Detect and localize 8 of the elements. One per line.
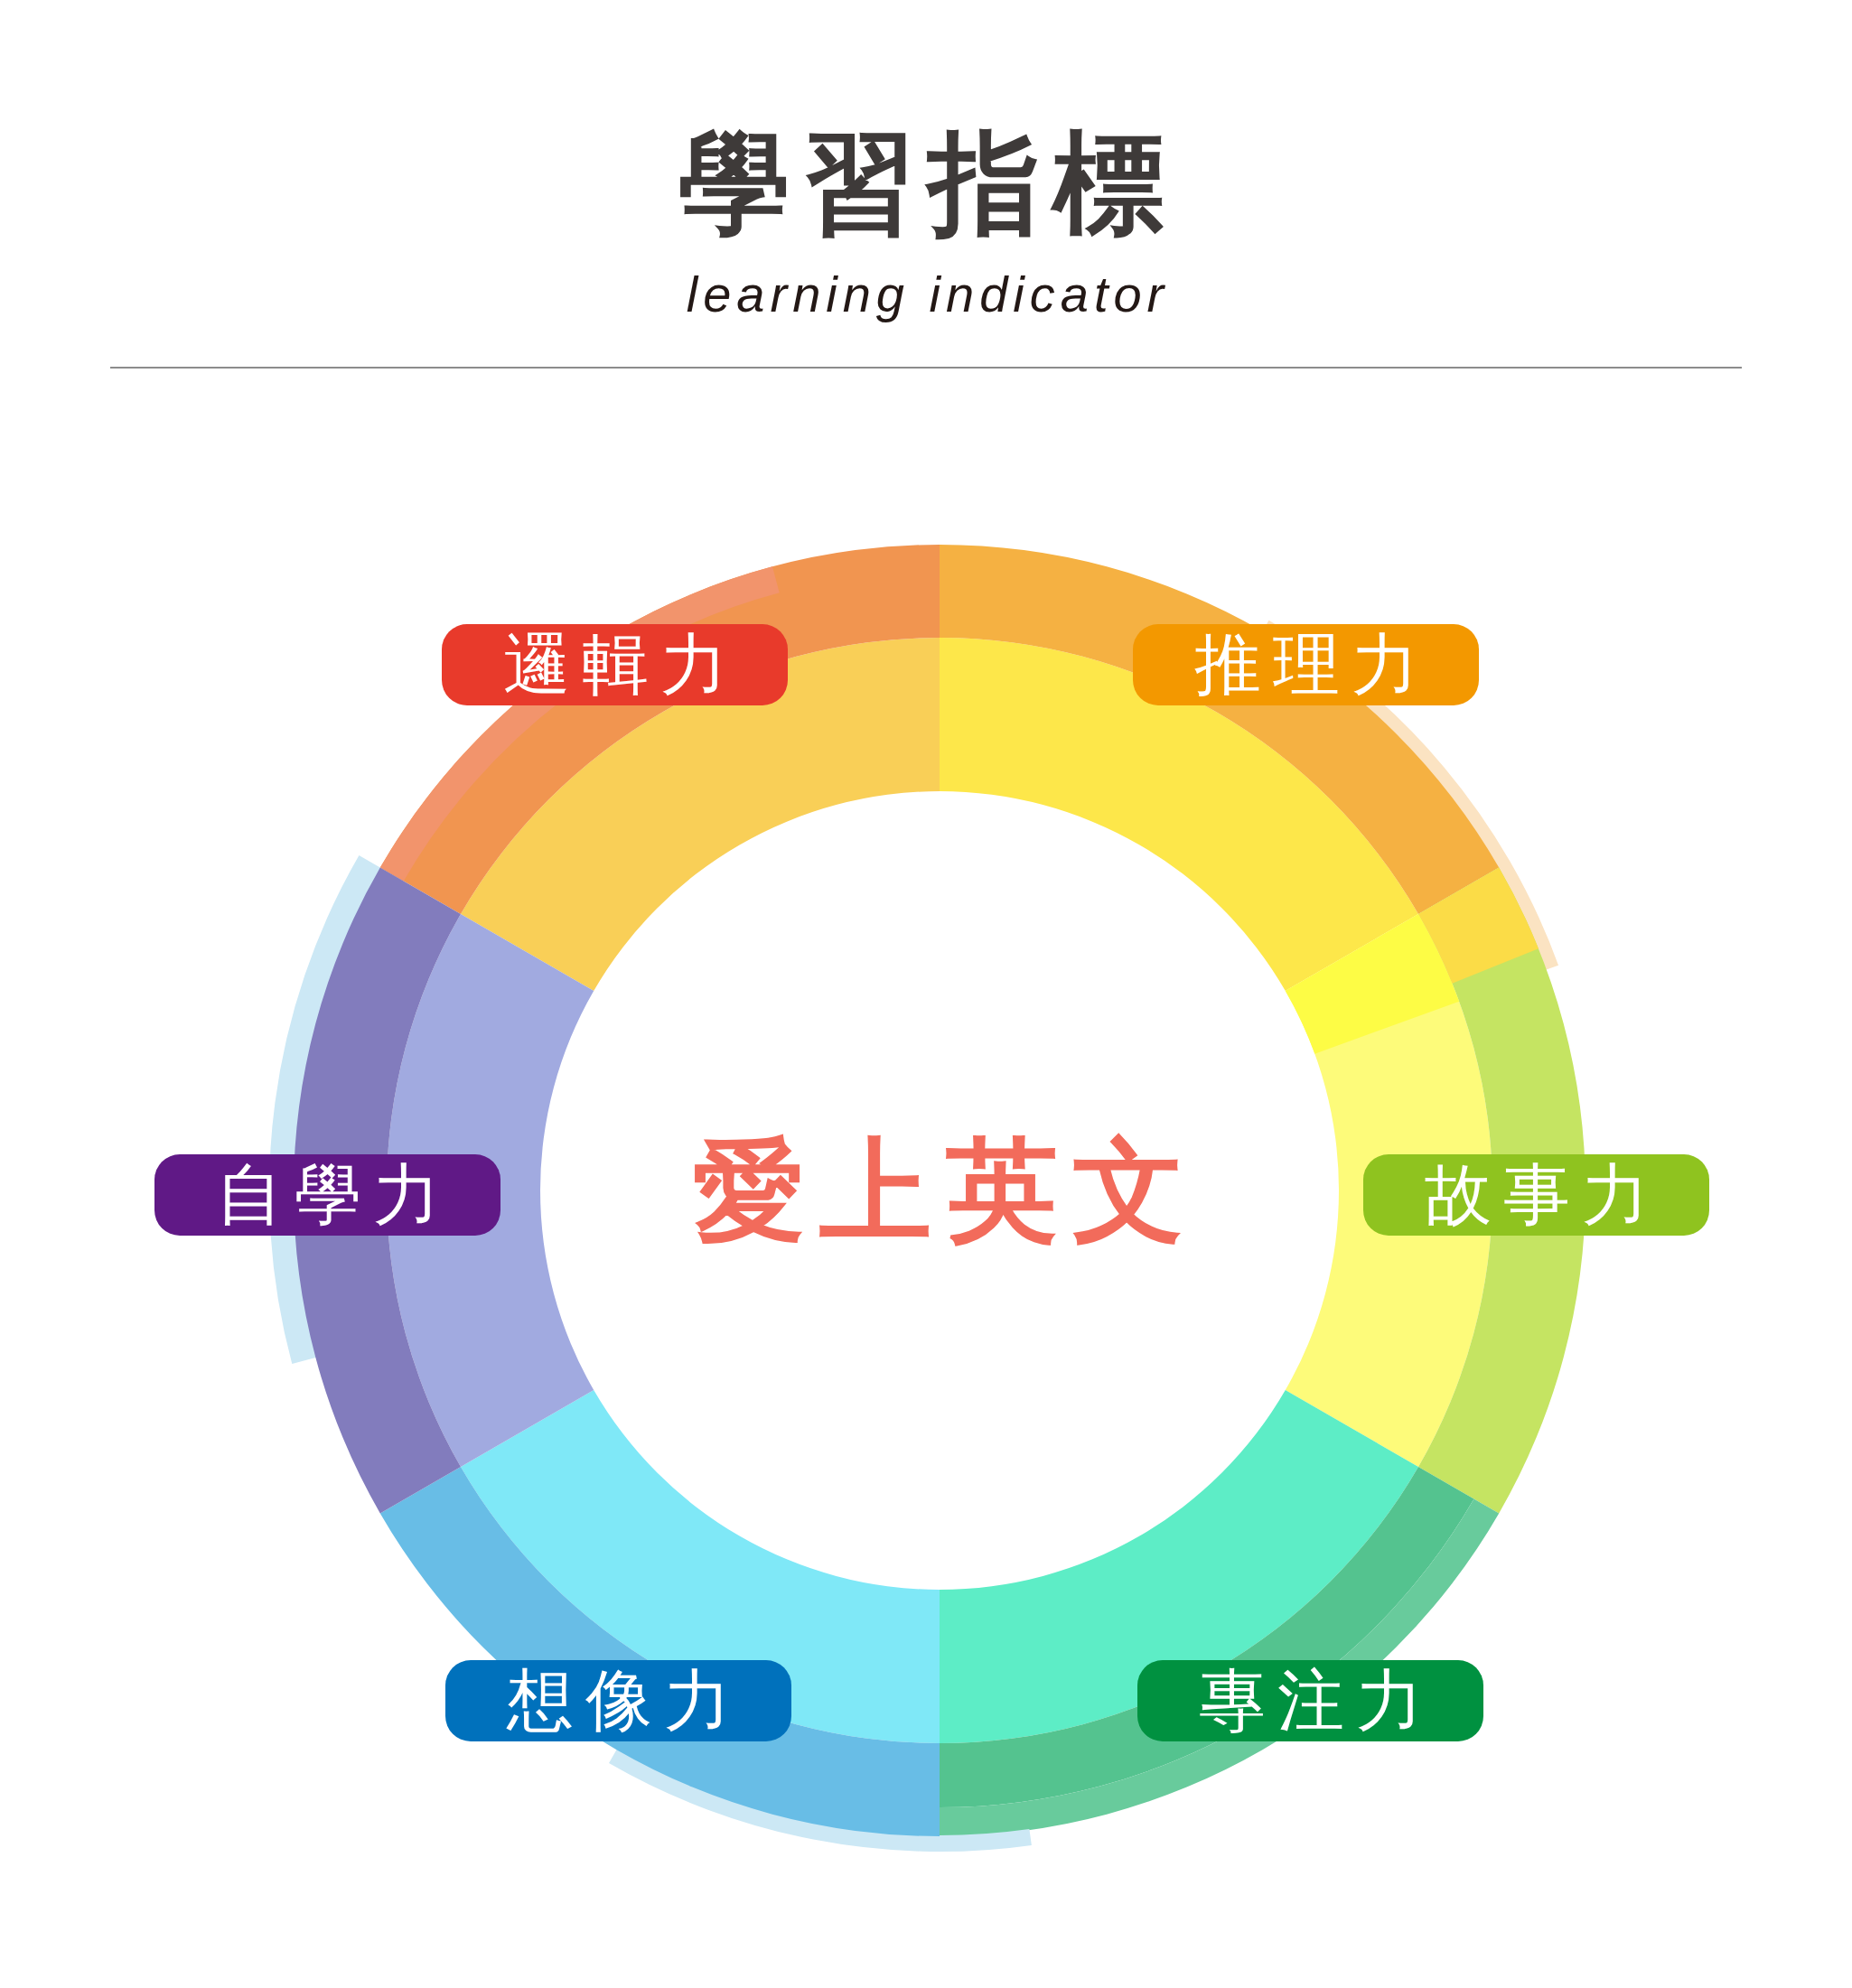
label-pill: 專注力	[1137, 1660, 1483, 1741]
label-pill: 想像力	[445, 1660, 791, 1741]
label-pill: 推理力	[1133, 624, 1479, 705]
page-title: 學習指標	[678, 127, 1177, 239]
label-pill: 邏輯力	[442, 624, 788, 705]
center-text: 愛上英文	[693, 1134, 1199, 1246]
label-pill: 自學力	[154, 1154, 500, 1236]
label-pill: 故事力	[1363, 1154, 1709, 1236]
